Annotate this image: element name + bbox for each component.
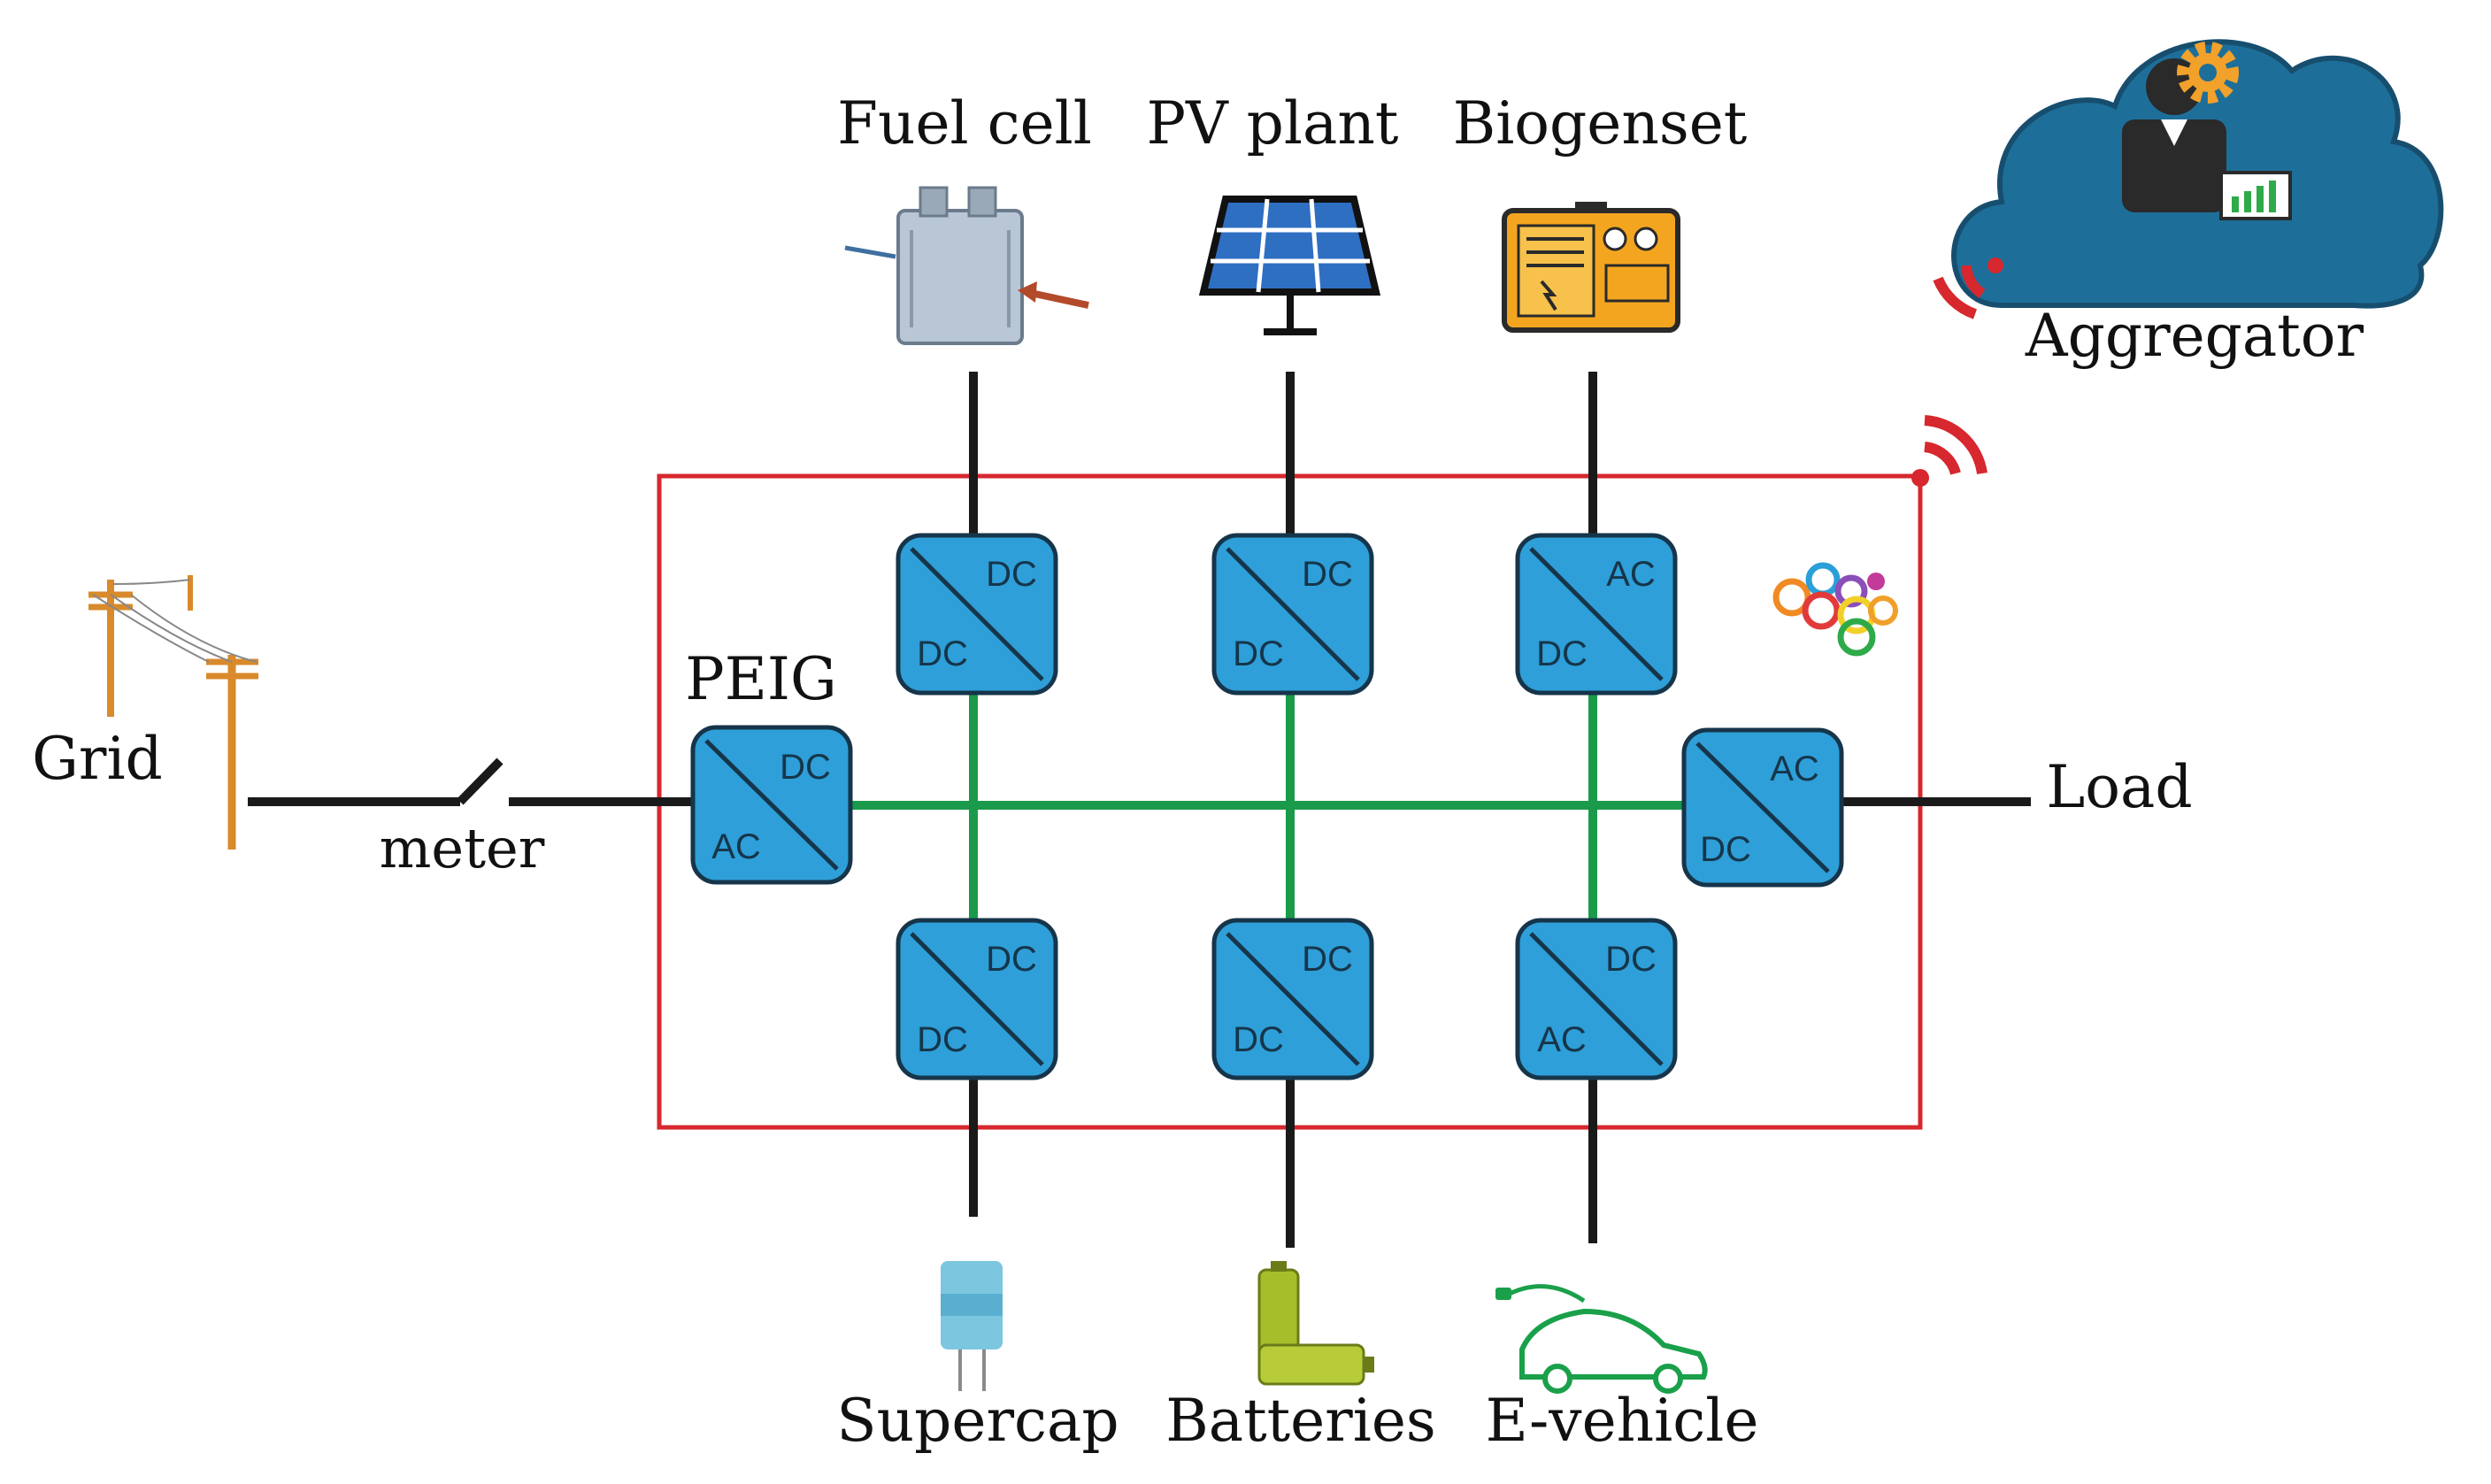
electric-car-icon bbox=[1495, 1284, 1708, 1394]
converter-biogenset-top: AC bbox=[1606, 555, 1656, 594]
converter-load-bottom: DC bbox=[1700, 830, 1751, 869]
converter-batteries-bottom: DC bbox=[1233, 1020, 1284, 1059]
aggregator-cloud bbox=[1951, 39, 2444, 309]
fuel-cell-label: Fuel cell bbox=[837, 89, 1092, 158]
aggregator-label: Aggregator bbox=[2025, 302, 2364, 370]
gears-icon bbox=[1772, 562, 1898, 657]
peig-label: PEIG bbox=[685, 645, 836, 713]
converter-supercap-bottom: DC bbox=[917, 1020, 968, 1059]
dc-bus bbox=[848, 695, 1686, 920]
converter-peig bbox=[690, 725, 853, 885]
converter-batteries-top: DC bbox=[1302, 940, 1353, 979]
converter-load bbox=[1681, 727, 1844, 888]
converter-batteries bbox=[1211, 918, 1374, 1080]
load-label: Load bbox=[2046, 753, 2192, 821]
converter-e-vehicle bbox=[1515, 918, 1678, 1080]
converter-load-top: AC bbox=[1770, 750, 1819, 788]
converter-e-vehicle-top: DC bbox=[1605, 940, 1657, 979]
grid-label: Grid bbox=[32, 725, 163, 793]
generator-icon bbox=[1502, 202, 1680, 333]
power-pole-icon bbox=[88, 575, 258, 850]
converter-fuel-cell bbox=[896, 533, 1058, 696]
biogenset-label: Biogenset bbox=[1453, 89, 1748, 158]
converter-peig-top: DC bbox=[780, 748, 831, 787]
converter-biogenset bbox=[1515, 533, 1678, 696]
converter-pv-plant-bottom: DC bbox=[1233, 634, 1284, 673]
converter-pv-plant bbox=[1211, 533, 1374, 696]
supercapacitor-icon bbox=[941, 1261, 1003, 1391]
battery-icon bbox=[1257, 1261, 1374, 1386]
converter-pv-plant-top: DC bbox=[1302, 555, 1353, 594]
converter-supercap-top: DC bbox=[986, 940, 1037, 979]
meter-label: meter bbox=[380, 816, 545, 880]
pv-plant-label: PV plant bbox=[1147, 89, 1399, 158]
e-vehicle-label: E-vehicle bbox=[1486, 1387, 1759, 1455]
converter-fuel-cell-bottom: DC bbox=[917, 634, 968, 673]
solar-panel-icon bbox=[1198, 196, 1381, 335]
converter-supercap bbox=[896, 918, 1058, 1080]
converter-e-vehicle-bottom: AC bbox=[1537, 1020, 1587, 1059]
converter-fuel-cell-top: DC bbox=[986, 555, 1037, 594]
wireless-signal-icon bbox=[1933, 258, 2003, 319]
supercap-label: Supercap bbox=[836, 1387, 1119, 1455]
batteries-label: Batteries bbox=[1165, 1387, 1436, 1455]
fuel-cell-icon bbox=[844, 186, 1089, 345]
converter-peig-bottom: AC bbox=[711, 827, 761, 866]
gear-icon bbox=[2177, 42, 2239, 104]
converter-biogenset-bottom: DC bbox=[1536, 634, 1588, 673]
connection-wires bbox=[248, 372, 2031, 1248]
